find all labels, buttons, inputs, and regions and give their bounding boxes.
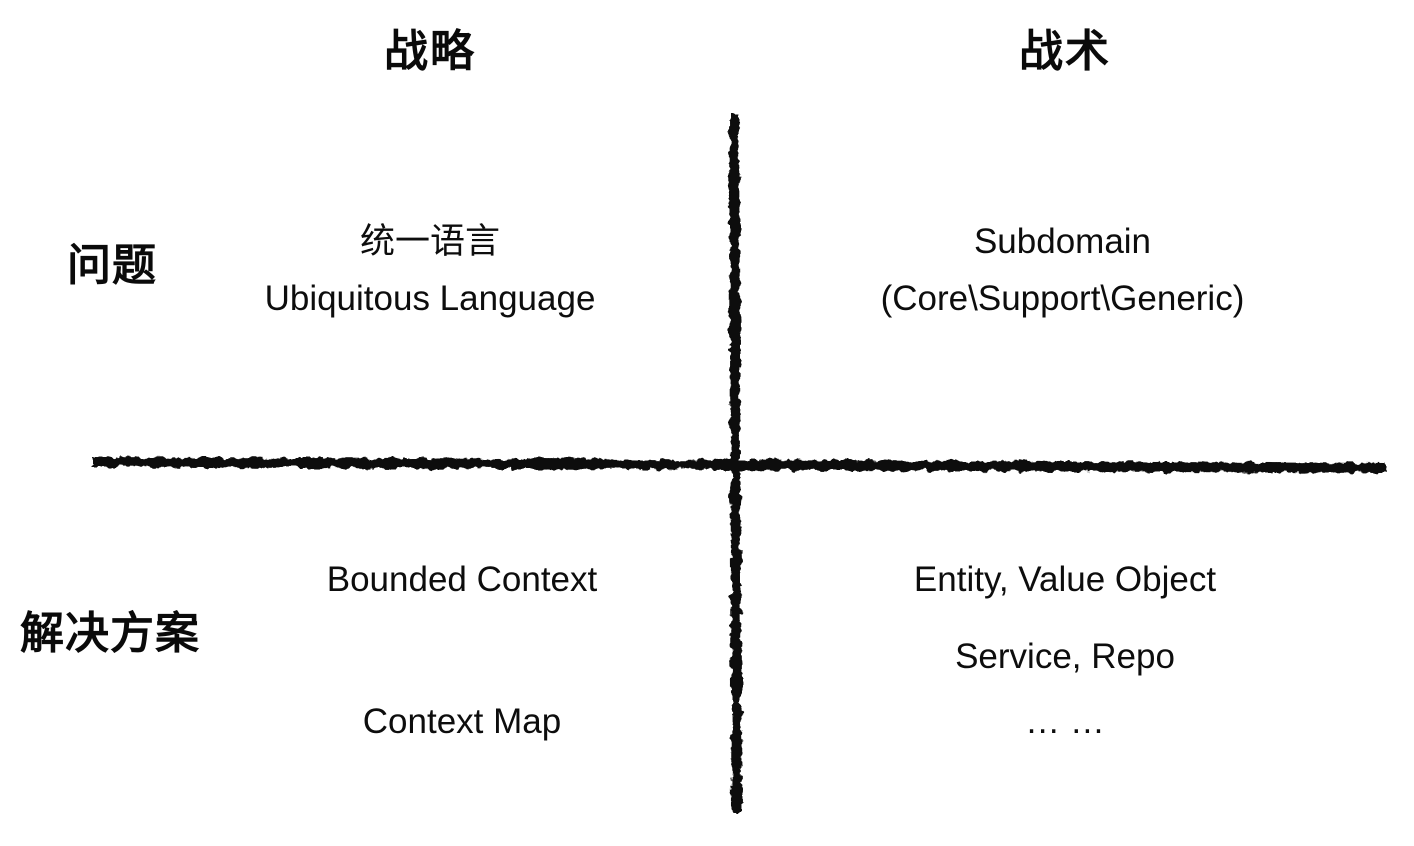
quadrant-bottom-right-line-1: Entity, Value Object <box>913 560 1217 599</box>
horizontal-axis-line <box>91 457 1387 473</box>
quadrant-bottom-right-line-3: … … <box>1025 702 1105 741</box>
quadrant-top-left: 统一语言 Ubiquitous Language <box>155 213 705 327</box>
quadrant-top-right-line-1: Subdomain <box>973 222 1152 261</box>
row-label-problem: 问题 <box>67 241 157 290</box>
quadrant-bottom-left-line-1: Bounded Context <box>326 560 598 599</box>
quadrant-bottom-right-line-2: Service, Repo <box>955 637 1175 676</box>
quadrant-bottom-left-line-2: Context Map <box>362 702 562 741</box>
column-header-strategy: 战略 <box>384 27 476 76</box>
row-label-solution: 解决方案 <box>20 609 200 658</box>
quadrant-top-right: Subdomain (Core\Support\Generic) <box>790 213 1335 327</box>
column-header-tactics: 战术 <box>1019 27 1111 76</box>
quadrant-top-right-line-2: (Core\Support\Generic) <box>880 279 1245 318</box>
quadrant-top-left-line-1: 统一语言 <box>359 222 500 261</box>
quadrant-top-left-line-2: Ubiquitous Language <box>264 279 596 318</box>
